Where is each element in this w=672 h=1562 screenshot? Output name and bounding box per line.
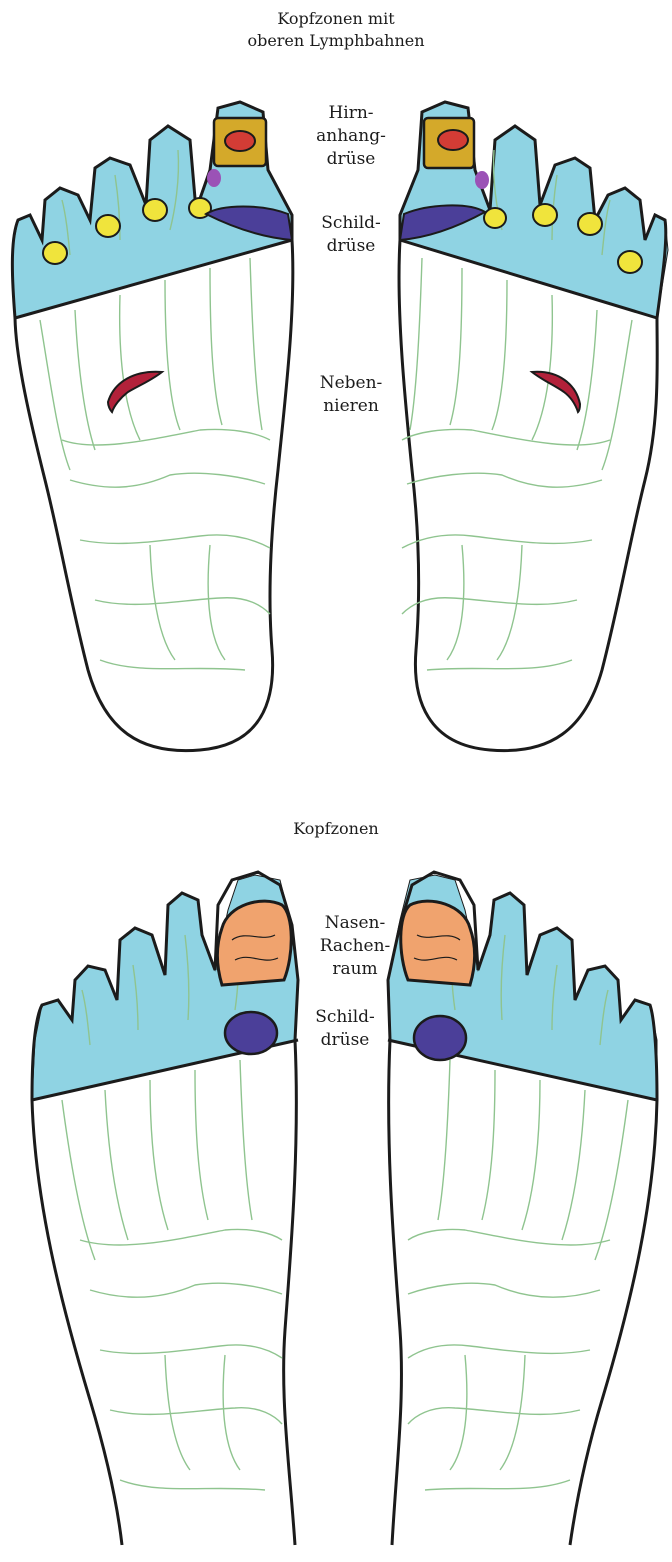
bottom-left-thyroid [225,1012,277,1054]
top-right-hypophysis-core [438,130,468,150]
top-right-adrenal [532,372,580,412]
label-adrenal: Neben- nieren [286,372,416,418]
top-left-hypophysis-core [225,131,255,151]
top-left-adrenal [108,372,162,412]
bottom-left-foot [32,872,298,1545]
top-left-foot [12,102,293,751]
top-diagram-title: Kopfzonen mit oberen Lymphbahnen [186,8,486,52]
top-right-foot [399,102,668,751]
label-bottom-thyroid: Schild- drüse [280,1006,410,1052]
bottom-diagram-title: Kopfzonen [236,818,436,840]
label-nasopharynx: Nasen- Rachen- raum [290,912,420,981]
top-right-pineal-spot [475,171,489,189]
bottom-right-foot [388,872,657,1545]
label-hypophysis: Hirn- anhang- drüse [286,102,416,171]
label-top-thyroid: Schild- drüse [286,212,416,258]
bottom-left-nasopharynx [218,901,292,985]
top-left-pineal-spot [207,169,221,187]
bottom-right-thyroid [414,1016,466,1060]
